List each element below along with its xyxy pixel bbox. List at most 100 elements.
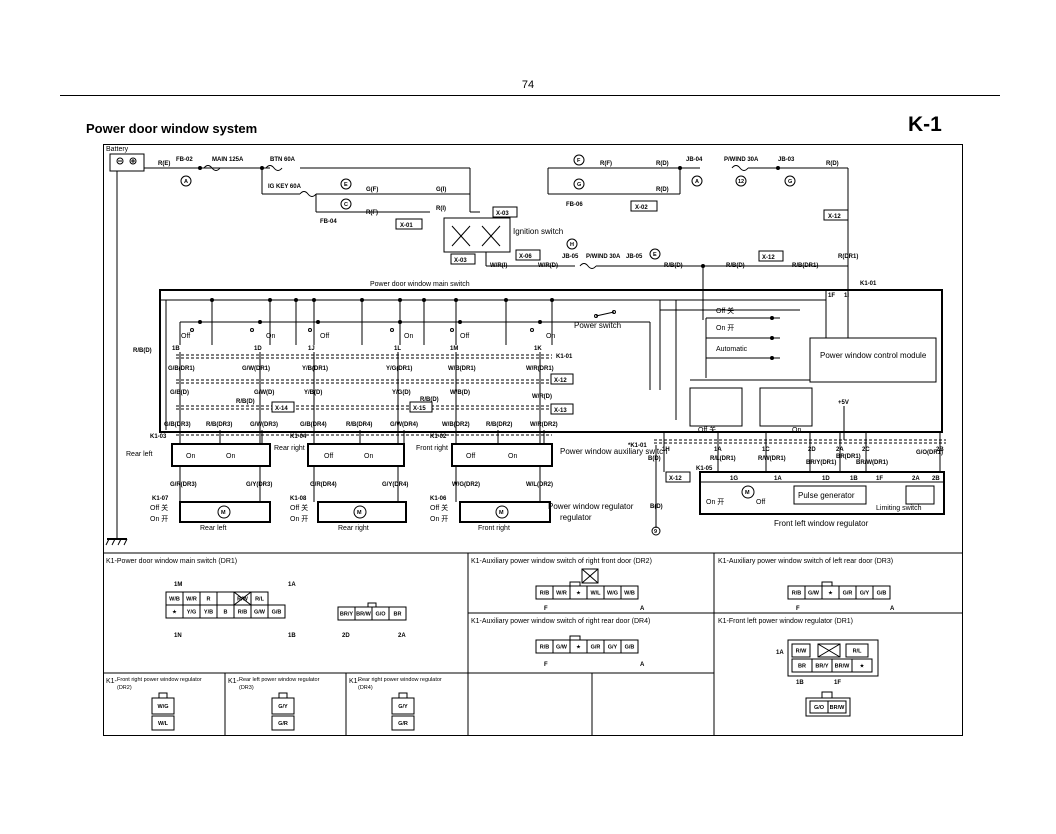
svg-text:R/L: R/L <box>853 649 863 655</box>
svg-text:G/R: G/R <box>278 721 288 727</box>
svg-text:K1-Auxiliary power window swit: K1-Auxiliary power window switch of righ… <box>471 558 652 565</box>
svg-text:W/R(DR1): W/R(DR1) <box>526 366 554 372</box>
svg-text:G/W: G/W <box>808 591 820 597</box>
svg-text:1K: 1K <box>534 346 542 352</box>
svg-text:E: E <box>653 252 657 258</box>
svg-text:E: E <box>344 182 348 188</box>
svg-text:F: F <box>577 158 581 164</box>
state-off: Off 关 <box>698 425 716 434</box>
svg-text:BR/W: BR/W <box>835 664 850 670</box>
svg-text:2B: 2B <box>936 447 944 453</box>
fuse-pwind2: P/WIND 30A <box>586 254 621 260</box>
svg-text:BR/W(DR1): BR/W(DR1) <box>856 460 888 466</box>
svg-text:Off 关: Off 关 <box>430 503 448 512</box>
svg-text:W/G: W/G <box>158 704 169 710</box>
connector-label: X-01 <box>400 223 413 229</box>
svg-text:1C: 1C <box>762 447 770 453</box>
connector-label: X-03 <box>454 258 467 264</box>
header-rule <box>60 95 1000 96</box>
svg-text:Rear left: Rear left <box>126 451 153 458</box>
svg-text:Pulse generator: Pulse generator <box>798 491 855 500</box>
connector-label: X-06 <box>519 254 532 260</box>
connector-label: X-02 <box>635 205 648 211</box>
svg-text:1G: 1G <box>730 476 738 482</box>
svg-text:★: ★ <box>860 664 865 670</box>
connector-dr4: K1-Auxiliary power window switch of righ… <box>471 618 650 668</box>
aux-switch-front-right: Off On Front right <box>416 443 553 467</box>
svg-text:+5V: +5V <box>838 400 849 406</box>
wire-label: R(DR1) <box>838 254 858 260</box>
svg-text:On: On <box>364 453 373 460</box>
svg-text:G/W: G/W <box>254 610 266 616</box>
aux-switch-rear-left: On On Rear left <box>126 443 271 467</box>
svg-text:G/B(DR3): G/B(DR3) <box>164 422 191 428</box>
svg-text:Rear right: Rear right <box>274 445 305 452</box>
svg-text:W/R(DR2): W/R(DR2) <box>530 422 558 428</box>
svg-text:M: M <box>357 510 362 516</box>
svg-text:K1-02: K1-02 <box>430 434 447 440</box>
svg-text:2A: 2A <box>398 633 406 639</box>
svg-text:W/R: W/R <box>556 591 567 597</box>
state-on: On <box>266 333 275 340</box>
svg-text:Y/B(DR1): Y/B(DR1) <box>302 366 328 372</box>
svg-text:1F: 1F <box>876 476 883 482</box>
wire-label: G(F) <box>366 187 378 193</box>
wire-label: R(I) <box>436 206 446 212</box>
svg-text:M: M <box>221 510 226 516</box>
svg-text:G/Y: G/Y <box>608 645 618 651</box>
svg-text:BR: BR <box>394 612 402 618</box>
svg-text:R/B(DR4): R/B(DR4) <box>346 422 372 428</box>
svg-text:★: ★ <box>828 591 833 597</box>
svg-text:W/B: W/B <box>169 597 180 603</box>
svg-text:G/B: G/B <box>877 591 887 597</box>
fuse-main: MAIN 125A <box>212 157 244 163</box>
ignition-switch-label: Ignition switch <box>513 227 563 236</box>
svg-text:1D: 1D <box>822 476 830 482</box>
wire-label: R/B(D) <box>133 348 152 354</box>
svg-text:2A: 2A <box>836 447 844 453</box>
svg-text:2B: 2B <box>932 476 940 482</box>
svg-text:R/W: R/W <box>237 597 249 603</box>
svg-text:W/G(DR2): W/G(DR2) <box>452 482 480 488</box>
svg-text:X-12: X-12 <box>669 476 682 482</box>
svg-text:1B: 1B <box>850 476 858 482</box>
state-on: On 开 <box>716 324 734 332</box>
state-on: On <box>792 427 801 434</box>
svg-text:1A: 1A <box>288 582 296 588</box>
svg-text:Front right power window regul: Front right power window regulator <box>117 677 202 683</box>
svg-text:R/L: R/L <box>255 597 265 603</box>
svg-text:1A: 1A <box>714 447 722 453</box>
svg-text:R/B: R/B <box>540 645 550 651</box>
svg-text:BR(DR1): BR(DR1) <box>836 454 861 460</box>
svg-text:W/B: W/B <box>624 591 635 597</box>
wire-label: R(E) <box>158 161 170 167</box>
svg-text:B: B <box>224 610 228 616</box>
svg-text:K1-05: K1-05 <box>696 466 713 472</box>
svg-text:R/B(D): R/B(D) <box>236 399 255 405</box>
svg-text:★: ★ <box>576 645 581 651</box>
svg-text:R/W(DR1): R/W(DR1) <box>758 456 786 462</box>
svg-text:X-15: X-15 <box>413 406 426 412</box>
svg-text:B(D): B(D) <box>648 456 661 462</box>
state-off: Off <box>460 333 469 340</box>
svg-text:R/B: R/B <box>792 591 802 597</box>
svg-text:X-12: X-12 <box>554 378 567 384</box>
wire-label: W/R(D) <box>538 263 558 269</box>
connector-front-left-regulator: K1-Front left power window regulator (DR… <box>718 618 879 717</box>
connector-label: JB-05 <box>626 254 643 260</box>
svg-text:BR/Y: BR/Y <box>815 664 828 670</box>
svg-text:W/B(DR2): W/B(DR2) <box>442 422 470 428</box>
fuse-ig: IG KEY 60A <box>268 184 302 190</box>
svg-text:Off 关: Off 关 <box>290 503 308 512</box>
svg-text:K1-Auxiliary power window swit: K1-Auxiliary power window switch of righ… <box>471 618 650 625</box>
connector-dr1: K1-Power door window main switch (DR1) 1… <box>106 558 407 639</box>
svg-text:1M: 1M <box>174 582 182 588</box>
regulator-rear-right: M Off 关 On 开 Rear right <box>290 501 407 532</box>
svg-text:1H: 1H <box>662 447 670 453</box>
svg-text:2C: 2C <box>862 447 870 453</box>
svg-text:Y/B(D): Y/B(D) <box>304 390 322 396</box>
svg-text:A: A <box>640 662 645 668</box>
svg-text:K1-07: K1-07 <box>152 496 169 502</box>
connector-label: X-03 <box>496 211 509 217</box>
svg-text:(DR2): (DR2) <box>117 685 132 691</box>
